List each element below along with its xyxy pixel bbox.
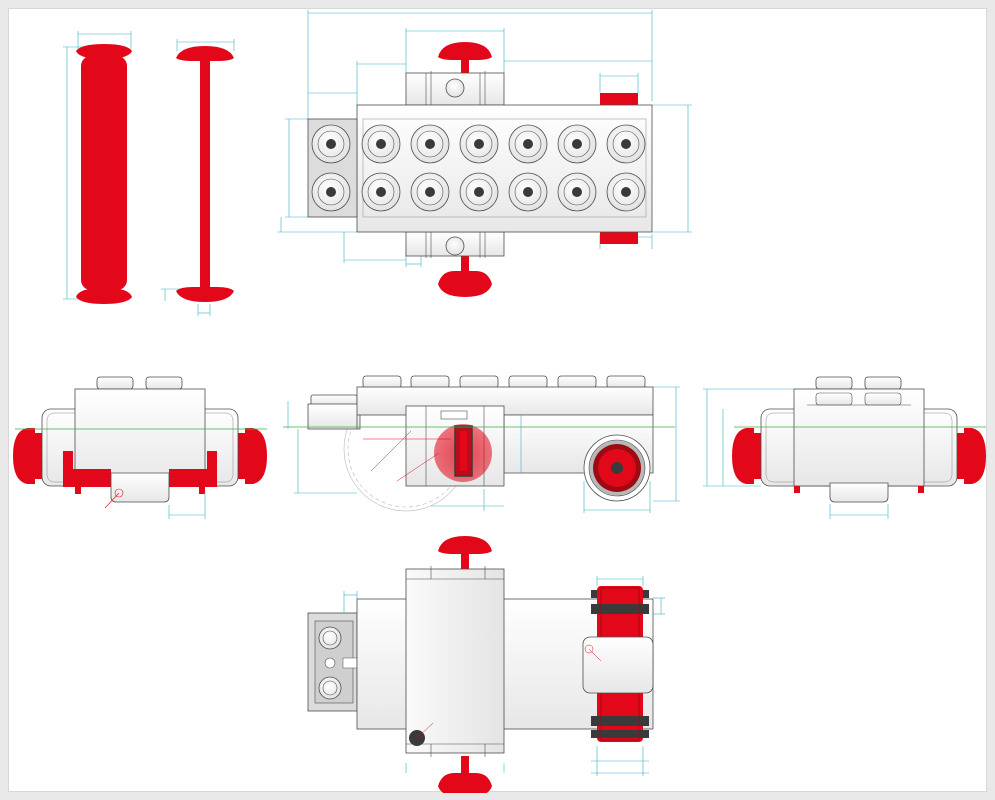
top-view-studs: [311, 124, 646, 212]
bottom-view-lower-pin-head: [438, 773, 492, 793]
front-view-stud-right: [145, 376, 183, 390]
rear-view-right-cap: [964, 428, 986, 484]
top-view-stud: [459, 124, 499, 164]
rear-view-center-block: [793, 388, 925, 487]
top-view-stud: [361, 172, 401, 212]
front-view-left-cap: [13, 428, 35, 484]
side-view-main-body: [356, 386, 654, 416]
pin-bottom-head: [176, 287, 234, 302]
axle-front-dimensions: [63, 31, 132, 300]
side-view-stud: [362, 375, 402, 389]
side-view-stud: [459, 375, 499, 389]
top-view: [277, 10, 692, 297]
top-view-stud: [311, 172, 351, 212]
side-view-front-plate: [307, 403, 361, 430]
drawing-sheet: [8, 8, 987, 793]
rear-view-dimensions: [703, 388, 889, 519]
front-view-dimensions: [168, 491, 206, 519]
top-view-lower-pin-hole: [445, 236, 465, 256]
front-view-right-bracket: [169, 469, 217, 487]
top-view-stud: [361, 124, 401, 164]
bottom-view-hub-housing: [405, 568, 505, 754]
side-view-wheel-axle: [611, 462, 623, 474]
side-view-studs: [362, 375, 646, 389]
rear-view-stud-left: [815, 376, 853, 390]
top-view-stud: [557, 124, 597, 164]
rear-view-bottom-tab: [829, 482, 889, 503]
pin-top-head: [176, 46, 234, 61]
top-view-stud: [606, 124, 646, 164]
top-view-stud: [459, 172, 499, 212]
bottom-view: [307, 536, 665, 793]
top-view-dimensions: [277, 10, 692, 267]
top-view-stud: [508, 172, 548, 212]
top-view-wheel-upper: [600, 93, 638, 105]
front-view-annotation: [104, 488, 124, 509]
front-view-right-cap: [245, 428, 267, 484]
side-view: [283, 375, 680, 513]
side-view-stud: [557, 375, 597, 389]
axle-side-view: [161, 39, 235, 316]
front-view-stud-left: [96, 376, 134, 390]
side-view-dimensions: [287, 386, 680, 513]
axle-side-dimensions: [161, 39, 235, 316]
front-view: [13, 376, 267, 519]
side-view-annotations: [363, 430, 451, 482]
bottom-view-dimensions: [343, 576, 665, 776]
top-view-upper-pin-shaft: [461, 59, 469, 73]
bottom-view-tube-bottom: [318, 676, 342, 700]
bottom-view-upper-pin-head: [438, 536, 492, 554]
side-view-stud: [606, 375, 646, 389]
top-view-stud: [606, 172, 646, 212]
top-view-lower-pin-head: [438, 271, 492, 297]
axle-bottom-cap: [76, 289, 132, 304]
bottom-view-clip: [582, 636, 654, 694]
rear-view: [703, 376, 986, 519]
pin-shaft: [200, 59, 210, 289]
rear-view-stud-right: [864, 376, 902, 390]
top-view-upper-pin-head: [438, 42, 492, 60]
front-view-left-bracket: [63, 469, 111, 487]
top-view-stud: [410, 124, 450, 164]
rear-view-left-cap: [732, 428, 754, 484]
top-view-lower-pin-shaft: [461, 256, 469, 272]
axle-top-cap: [76, 44, 132, 58]
technical-drawing: [13, 10, 986, 793]
side-view-stud: [508, 375, 548, 389]
side-view-stud: [410, 375, 450, 389]
top-view-main-body: [356, 104, 653, 233]
top-view-stud: [410, 172, 450, 212]
front-view-bottom-tab: [110, 472, 170, 503]
side-view-front-stud: [310, 394, 358, 406]
bottom-view-tube-top: [318, 626, 342, 650]
top-view-upper-pin-hole: [445, 78, 465, 98]
top-view-stud: [508, 124, 548, 164]
axle-front-view: [63, 31, 132, 304]
top-view-stud: [311, 124, 351, 164]
axle-shaft: [81, 56, 127, 290]
top-view-stud: [557, 172, 597, 212]
top-view-wheel-lower: [600, 232, 638, 244]
